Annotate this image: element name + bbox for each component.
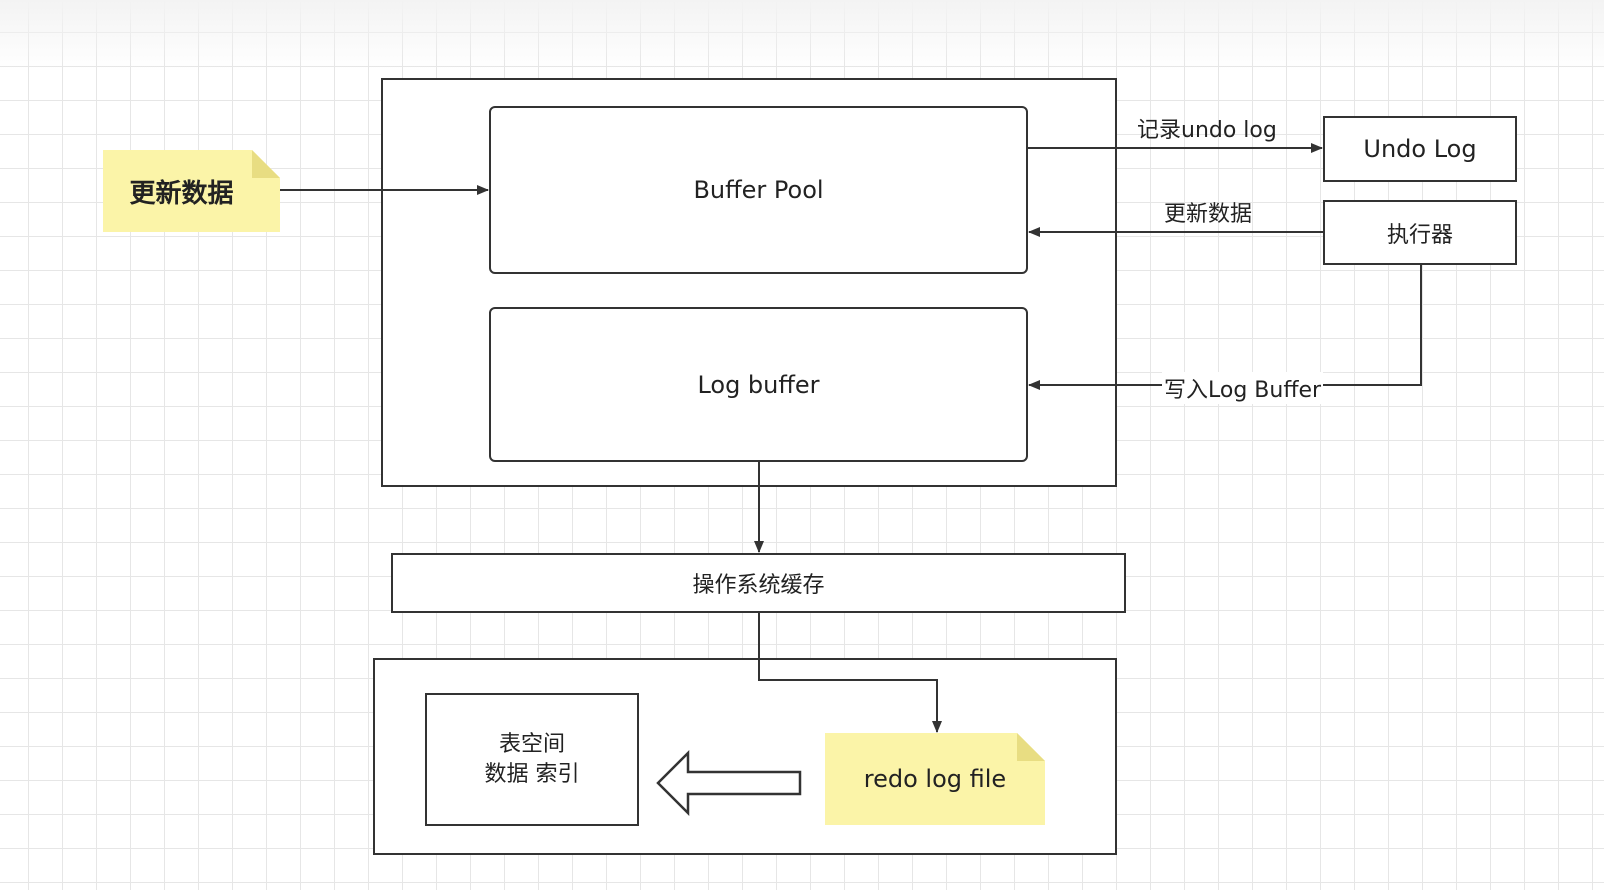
hollow-left-arrow bbox=[656, 749, 802, 817]
edge-label-update-data: 更新数据 bbox=[1164, 202, 1253, 227]
buffer-pool-box[interactable]: Buffer Pool bbox=[489, 106, 1028, 274]
log-buffer-label: Log buffer bbox=[697, 370, 820, 399]
buffer-pool-label: Buffer Pool bbox=[693, 176, 824, 204]
tablespace-box[interactable]: 表空间 数据 索引 bbox=[425, 693, 639, 826]
update-data-note-label: 更新数据 bbox=[129, 178, 234, 209]
os-cache-box[interactable]: 操作系统缓存 bbox=[391, 553, 1126, 613]
os-cache-label: 操作系统缓存 bbox=[692, 573, 825, 598]
update-data-note[interactable]: 更新数据 bbox=[103, 150, 280, 232]
redo-log-file-label: redo log file bbox=[863, 765, 1007, 793]
edge-os-cache-to-redo bbox=[758, 613, 942, 733]
edge-label-record-undo: 记录undo log bbox=[1137, 118, 1277, 143]
canvas-top-fade bbox=[0, 0, 1604, 70]
edge-label-write-log-buffer: 写入Log Buffer bbox=[1162, 372, 1324, 404]
tablespace-line1: 表空间 bbox=[498, 731, 565, 757]
tablespace-line2: 数据 索引 bbox=[484, 761, 580, 787]
executor-box[interactable]: 执行器 bbox=[1323, 200, 1517, 265]
executor-label: 执行器 bbox=[1386, 222, 1453, 248]
redo-log-file-note[interactable]: redo log file bbox=[825, 733, 1045, 825]
undo-log-box[interactable]: Undo Log bbox=[1323, 116, 1517, 182]
edge-write-log-buffer bbox=[1028, 265, 1422, 390]
log-buffer-box[interactable]: Log buffer bbox=[489, 307, 1028, 462]
undo-log-label: Undo Log bbox=[1363, 135, 1477, 163]
